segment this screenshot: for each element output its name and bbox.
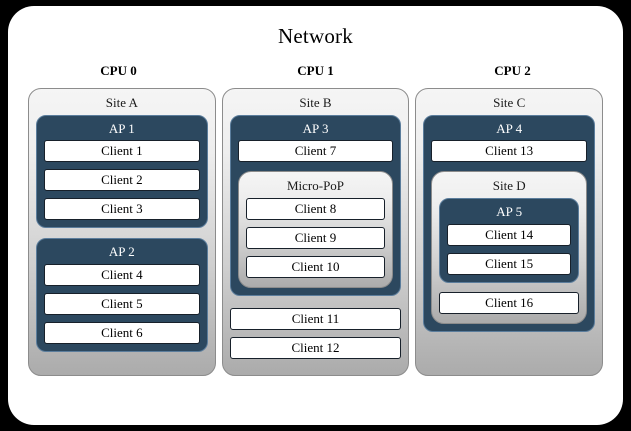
ap-5-container[interactable]: AP 5 Client 14 Client 15 — [439, 197, 580, 283]
client-box[interactable]: Client 4 — [44, 263, 200, 286]
network-diagram-frame: Network CPU 0 CPU 1 CPU 2 Site A AP 1 Cl… — [8, 6, 623, 425]
site-c-container[interactable]: Site C AP 4 Client 13 Site D AP 5 Client… — [415, 88, 604, 376]
client-box[interactable]: Client 2 — [44, 169, 200, 192]
ap-4-label: AP 4 — [496, 120, 523, 136]
ap-1-container[interactable]: AP 1 Client 1 Client 2 Client 3 — [36, 114, 208, 229]
site-c-spacer — [423, 332, 595, 366]
client-box[interactable]: Client 10 — [245, 255, 386, 278]
cpu-label-1: CPU 1 — [297, 63, 334, 78]
client-box[interactable]: Client 1 — [44, 140, 200, 163]
cpu-label-row: CPU 0 CPU 1 CPU 2 — [8, 63, 623, 79]
cpu-column-0: Site A AP 1 Client 1 Client 2 Client 3 A… — [28, 88, 216, 376]
site-a-spacer — [36, 352, 208, 366]
client-box[interactable]: Client 11 — [229, 307, 402, 330]
ap-1-label: AP 1 — [108, 120, 135, 136]
client-box[interactable]: Client 9 — [245, 226, 386, 249]
client-box[interactable]: Client 5 — [44, 292, 200, 315]
site-d-container[interactable]: Site D AP 5 Client 14 Client 15 Client 1… — [431, 171, 588, 324]
client-box[interactable]: Client 12 — [229, 336, 402, 359]
client-box[interactable]: Client 14 — [447, 223, 572, 246]
cpu-columns: Site A AP 1 Client 1 Client 2 Client 3 A… — [8, 88, 623, 376]
client-box[interactable]: Client 3 — [44, 198, 200, 221]
site-c-label: Site C — [493, 95, 526, 110]
micro-pop-container[interactable]: Micro-PoP Client 8 Client 9 Client 10 — [237, 171, 394, 288]
site-b-container[interactable]: Site B AP 3 Client 7 Micro-PoP Client 8 … — [221, 88, 410, 376]
client-box[interactable]: Client 13 — [431, 140, 588, 163]
ap-3-container[interactable]: AP 3 Client 7 Micro-PoP Client 8 Client … — [229, 114, 402, 296]
site-a-container[interactable]: Site A AP 1 Client 1 Client 2 Client 3 A… — [28, 88, 216, 376]
page-title: Network — [278, 24, 353, 48]
cpu-label-0: CPU 0 — [100, 63, 137, 78]
site-b-label: Site B — [299, 95, 332, 110]
ap-3-label: AP 3 — [302, 120, 329, 136]
ap-2-container[interactable]: AP 2 Client 4 Client 5 Client 6 — [36, 238, 208, 352]
client-box[interactable]: Client 15 — [447, 252, 572, 275]
ap-4-container[interactable]: AP 4 Client 13 Site D AP 5 Client 14 Cli… — [423, 114, 596, 332]
cpu-label-2: CPU 2 — [494, 63, 531, 78]
client-box[interactable]: Client 16 — [439, 291, 580, 314]
cpu-column-1: Site B AP 3 Client 7 Micro-PoP Client 8 … — [221, 88, 410, 376]
ap-5-label: AP 5 — [496, 203, 523, 219]
client-box[interactable]: Client 7 — [237, 140, 394, 163]
client-box[interactable]: Client 6 — [44, 321, 200, 344]
client-box[interactable]: Client 8 — [245, 197, 386, 220]
micro-pop-label: Micro-PoP — [286, 178, 345, 194]
site-a-label: Site A — [105, 95, 138, 110]
ap-2-label: AP 2 — [108, 244, 135, 260]
cpu-column-2: Site C AP 4 Client 13 Site D AP 5 Client… — [415, 88, 604, 376]
site-d-label: Site D — [492, 178, 526, 194]
